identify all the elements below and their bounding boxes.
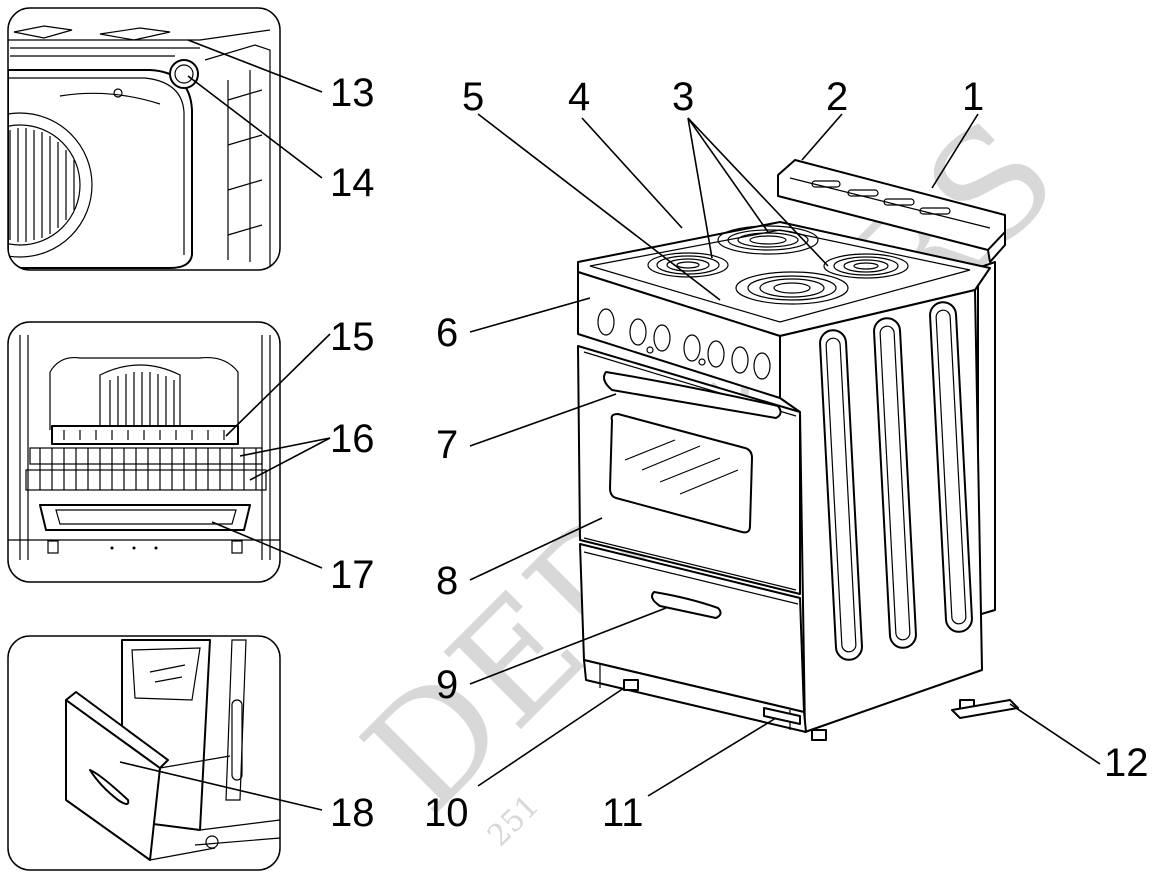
callout-16: 16: [330, 417, 375, 461]
stove-illustration: [577, 159, 1019, 741]
callout-4: 4: [568, 75, 590, 119]
burner-front-left: [647, 252, 729, 278]
side-panel-grooves: [819, 301, 973, 661]
callout-2: 2: [826, 75, 848, 119]
callout-7: 7: [436, 423, 458, 467]
callout-leaders: [119, 39, 1101, 811]
callout-1: 1: [962, 75, 984, 119]
callout-8: 8: [436, 559, 458, 603]
callout-13: 13: [330, 71, 375, 115]
callout-12: 12: [1104, 741, 1149, 785]
burner-front-right: [735, 271, 849, 305]
callout-11: 11: [602, 791, 644, 835]
burner-back-right: [823, 253, 909, 279]
callout-17: 17: [330, 553, 375, 597]
inset-oven-racks: [7, 321, 281, 583]
fan-grille: [9, 128, 75, 242]
callout-labels: 1 2 3 4 5 6 7 8 9 10 11 12 13 14 15 16 1…: [330, 71, 1149, 835]
burner-back-left: [717, 225, 819, 255]
callout-9: 9: [436, 663, 458, 707]
callout-14: 14: [330, 161, 375, 205]
callout-3: 3: [672, 75, 694, 119]
control-knobs: [597, 308, 771, 380]
inset-oven-interior: [7, 7, 281, 271]
inset-storage-drawer: [7, 635, 281, 871]
callout-15: 15: [330, 315, 375, 359]
callout-5: 5: [462, 75, 484, 119]
callout-10: 10: [424, 791, 469, 835]
backguard-vents: [811, 180, 951, 215]
callout-18: 18: [330, 791, 375, 835]
callout-6: 6: [436, 311, 458, 355]
